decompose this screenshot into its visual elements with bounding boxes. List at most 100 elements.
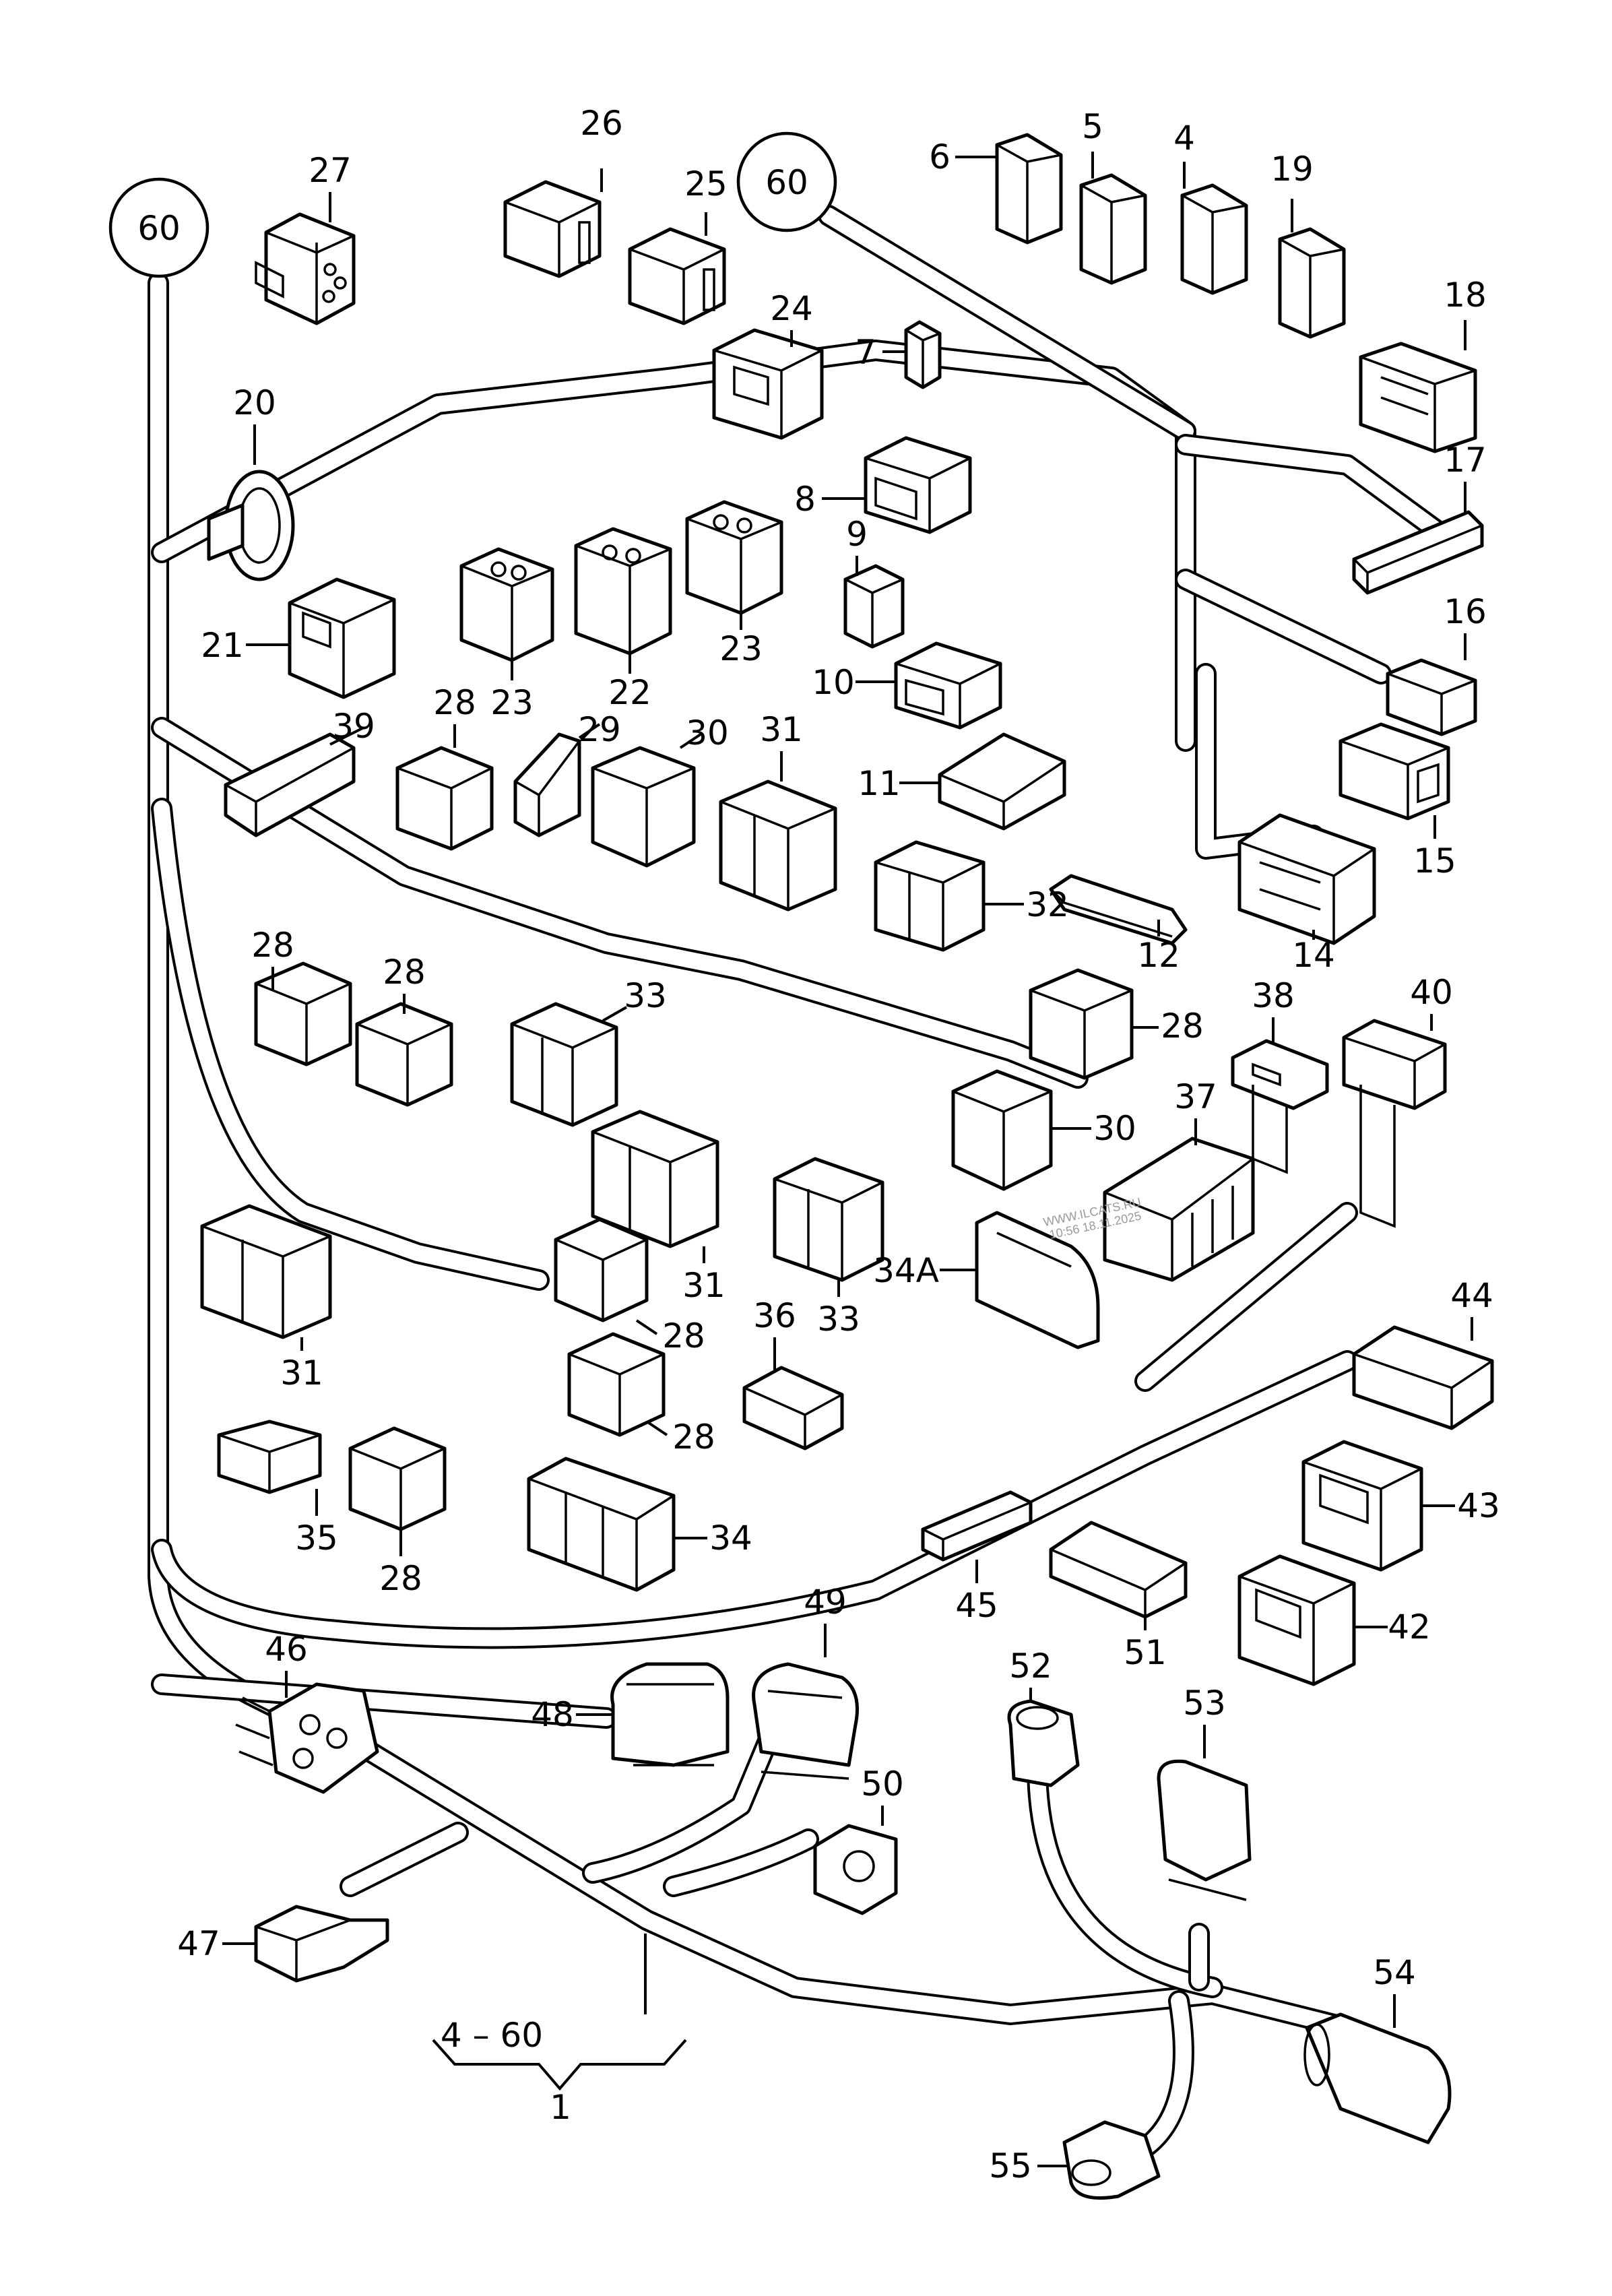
connector-32[interactable] xyxy=(874,840,986,952)
callout-label: 25 xyxy=(684,164,728,203)
callout-label: 45 xyxy=(955,1586,998,1625)
callout-label: 6 xyxy=(929,137,950,177)
callout-label: 31 xyxy=(682,1266,726,1305)
connector-25[interactable] xyxy=(628,227,726,325)
connector-28[interactable] xyxy=(254,961,352,1066)
connector-49[interactable] xyxy=(752,1662,859,1780)
callout-label: 28 xyxy=(1161,1007,1204,1046)
callout-label: 40 xyxy=(1410,973,1453,1012)
callout-label: 28 xyxy=(383,953,426,992)
callout-label: 11 xyxy=(858,764,901,803)
connector-28[interactable] xyxy=(348,1426,447,1531)
connector-33[interactable] xyxy=(773,1157,884,1282)
connector-24[interactable] xyxy=(712,328,824,440)
connector-44[interactable] xyxy=(1352,1325,1494,1430)
connector-27[interactable] xyxy=(255,212,356,325)
grommet-46[interactable] xyxy=(235,1682,379,1794)
callout-label: 46 xyxy=(265,1630,308,1669)
callout-label: 55 xyxy=(989,2146,1032,2186)
callout-label: 20 xyxy=(233,383,276,422)
connector-28[interactable] xyxy=(355,1002,453,1107)
callout-label: 50 xyxy=(861,1764,904,1804)
connector-9[interactable] xyxy=(843,564,905,649)
callout-label: 28 xyxy=(379,1559,422,1598)
connector-11[interactable] xyxy=(938,732,1066,831)
connector-22[interactable] xyxy=(574,527,672,656)
callout-label: 23 xyxy=(719,629,763,668)
connector-15[interactable] xyxy=(1339,722,1450,821)
connector-18[interactable] xyxy=(1359,342,1477,453)
callout-label: 35 xyxy=(295,1519,338,1558)
callout-label: 31 xyxy=(280,1353,323,1393)
callout-label: 14 xyxy=(1292,936,1335,975)
connector-35[interactable] xyxy=(217,1420,322,1494)
connector-31[interactable] xyxy=(200,1204,332,1339)
reference-label: 60 xyxy=(137,209,181,248)
callout-labels: 27 26 25 24 6 5 4 19 18 7 20 8 17 9 21 2… xyxy=(177,104,1500,2186)
connector-12[interactable] xyxy=(1049,874,1188,945)
callout-label: 30 xyxy=(686,713,729,753)
connector-43[interactable] xyxy=(1301,1440,1423,1572)
connector-30[interactable] xyxy=(951,1069,1053,1191)
connector-29[interactable] xyxy=(513,732,581,837)
connector-28[interactable] xyxy=(554,1217,649,1322)
connector-38[interactable] xyxy=(1231,1039,1329,1174)
connector-50[interactable] xyxy=(813,1824,898,1915)
grommet-20[interactable] xyxy=(207,470,295,581)
connector-31[interactable] xyxy=(591,1110,719,1248)
assembly-bracket: 4 – 60 1 xyxy=(432,2016,687,2127)
connector-45[interactable] xyxy=(921,1490,1033,1562)
callout-label: 30 xyxy=(1093,1109,1136,1148)
connector-30[interactable] xyxy=(591,746,696,868)
callout-label: 51 xyxy=(1124,1633,1167,1672)
connector-53[interactable] xyxy=(1157,1759,1252,1901)
connector-54[interactable] xyxy=(1303,2012,1452,2144)
harness-trunks xyxy=(148,205,1459,2167)
connector-19[interactable] xyxy=(1278,227,1346,339)
callout-label: 24 xyxy=(770,289,813,328)
connector-28[interactable] xyxy=(1029,968,1134,1080)
connector-31[interactable] xyxy=(719,779,837,912)
connector-6[interactable] xyxy=(995,133,1063,245)
callout-label: 33 xyxy=(624,976,667,1015)
connector-40[interactable] xyxy=(1342,1019,1447,1228)
connector-14[interactable] xyxy=(1237,813,1376,945)
connector-55[interactable] xyxy=(1062,2120,1161,2200)
callout-label: 47 xyxy=(177,1924,220,1963)
connector-48[interactable] xyxy=(610,1662,730,1767)
connector-17[interactable] xyxy=(1352,510,1484,595)
leader-lines xyxy=(222,152,1473,2167)
callout-label: 43 xyxy=(1457,1486,1500,1525)
connector-42[interactable] xyxy=(1237,1554,1356,1686)
connector-4[interactable] xyxy=(1180,183,1248,295)
connector-28[interactable] xyxy=(567,1332,666,1437)
connector-23[interactable] xyxy=(685,500,783,615)
connector-51[interactable] xyxy=(1049,1521,1188,1619)
connector-26[interactable] xyxy=(503,180,602,278)
connector-8[interactable] xyxy=(864,436,972,534)
connector-23[interactable] xyxy=(459,547,554,662)
callout-label: 8 xyxy=(794,480,816,519)
callout-label: 37 xyxy=(1174,1077,1217,1116)
connector-21[interactable] xyxy=(288,577,396,699)
reference-label: 60 xyxy=(765,163,808,202)
connector-33[interactable] xyxy=(510,1002,618,1127)
connector-36[interactable] xyxy=(742,1366,844,1450)
callout-label: 28 xyxy=(662,1316,705,1356)
connector-5[interactable] xyxy=(1079,173,1147,285)
callout-label: 38 xyxy=(1252,976,1295,1015)
connector-16[interactable] xyxy=(1386,658,1477,736)
connector-39[interactable] xyxy=(224,732,356,837)
connector-34A[interactable] xyxy=(975,1211,1100,1349)
connector-10[interactable] xyxy=(894,641,1002,730)
connector-52[interactable] xyxy=(1007,1699,1080,1787)
connector-47[interactable] xyxy=(254,1905,389,1983)
connector-37[interactable] xyxy=(1103,1137,1255,1282)
connector-34[interactable] xyxy=(527,1457,676,1592)
callout-label: 34A xyxy=(873,1251,939,1290)
callout-label: 5 xyxy=(1082,107,1103,146)
callout-label: 28 xyxy=(433,683,476,722)
connector-7[interactable] xyxy=(904,320,942,389)
connector-28[interactable] xyxy=(395,746,494,851)
